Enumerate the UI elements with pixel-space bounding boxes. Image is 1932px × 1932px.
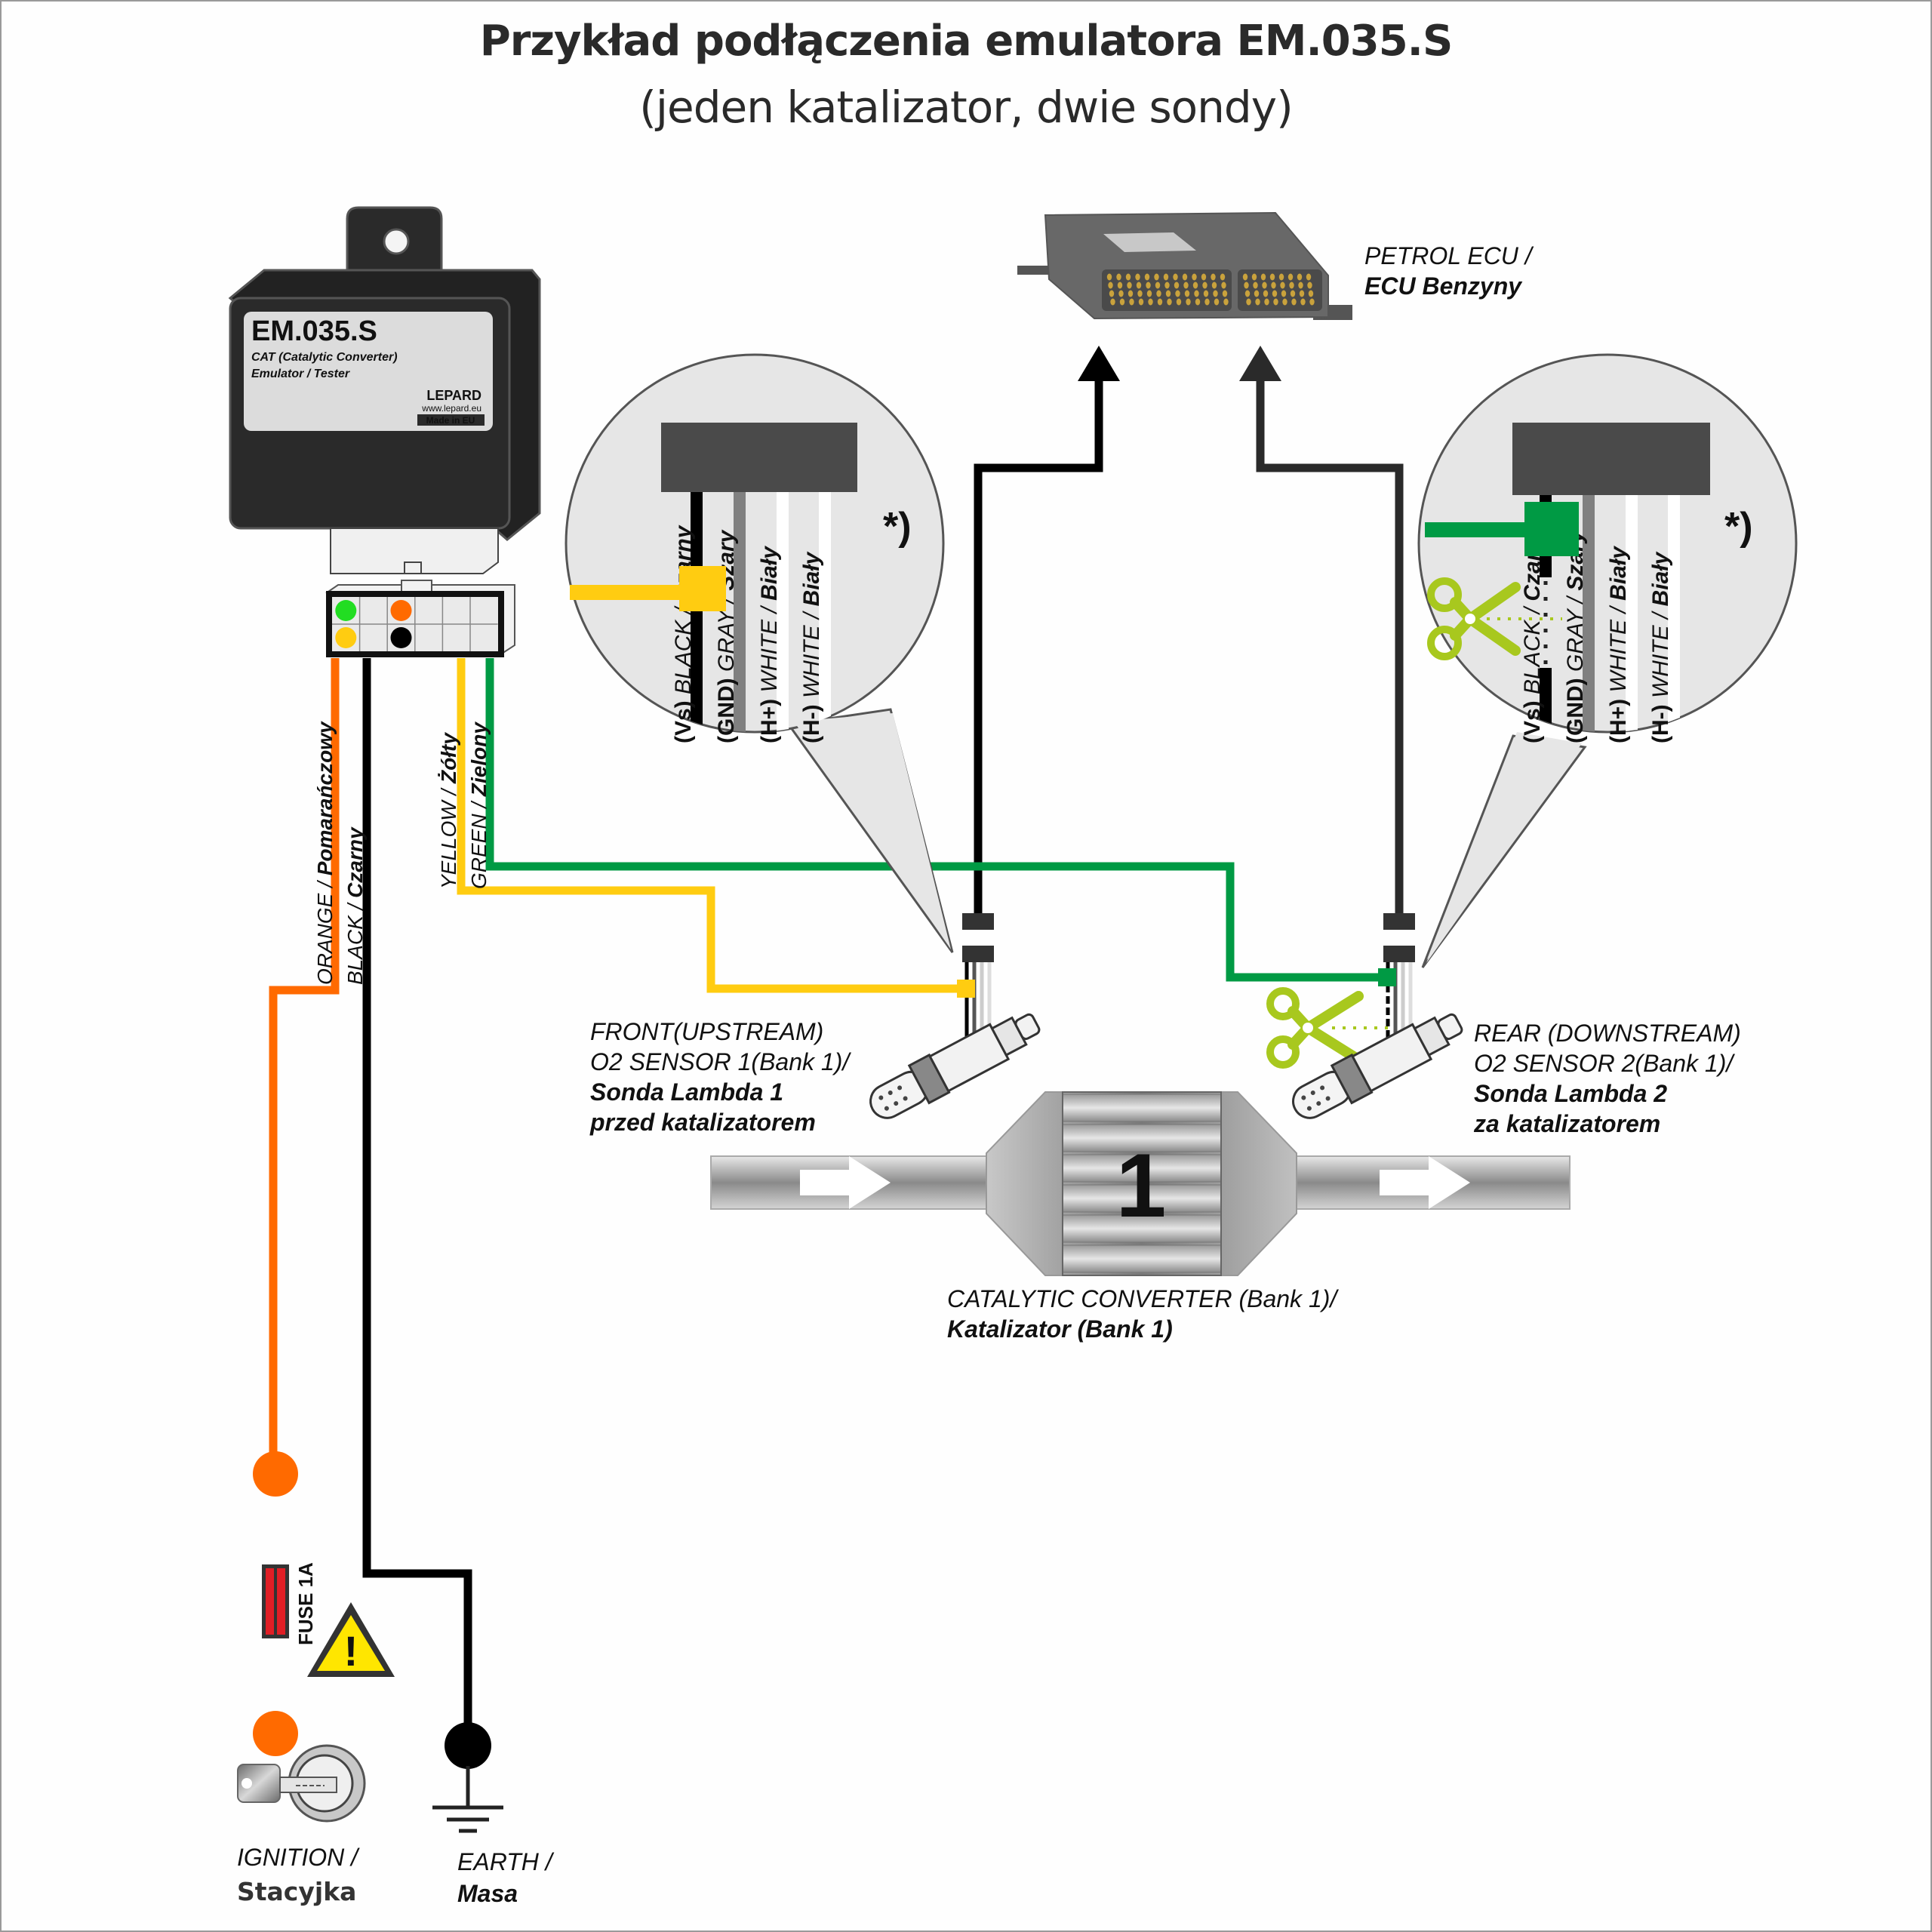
connector-pin-green [335, 600, 357, 621]
mounting-hole [383, 228, 410, 255]
front-sensor-line-1: FRONT(UPSTREAM) [590, 1018, 823, 1045]
scissors-icon [1266, 987, 1389, 1069]
svg-text:YELLOW / Żółty: YELLOW / Żółty [437, 732, 460, 889]
ignition-label-en: IGNITION / [237, 1844, 360, 1871]
catalyst-label: CATALYTIC CONVERTER (Bank 1)/ Katalizato… [947, 1285, 1339, 1343]
connector-pin-orange [390, 600, 412, 621]
callout-left-wire-label: (Vs) BLACK / Czarny [671, 525, 696, 743]
catalyst-label-en: CATALYTIC CONVERTER (Bank 1)/ [947, 1285, 1339, 1312]
callout-right-wire-label: (H+) WHITE / Biały [1606, 546, 1631, 743]
diagram-subtitle: (jeden katalizator, dwie sondy) [639, 82, 1293, 133]
earth-ground-icon [432, 1722, 503, 1833]
warning-symbol: ! [344, 1627, 358, 1675]
scissors-icon [1427, 577, 1562, 660]
catalyst-label-pl: Katalizator (Bank 1) [947, 1315, 1173, 1343]
wire-orange [269, 658, 340, 1472]
flow-arrow-icon [800, 1156, 891, 1209]
callout-left-wire-label: (H-) WHITE / Biały [799, 551, 824, 743]
connector-pin-yellow [335, 627, 357, 648]
rear-sensor-line-3: Sonda Lambda 2 [1474, 1080, 1667, 1107]
wire-yellow [457, 658, 970, 993]
emulator-model: EM.035.S [251, 315, 377, 347]
splice-joint [1524, 502, 1579, 556]
emulator-brand: LEPARD [426, 388, 481, 403]
wire-label-orange-pl: Pomarańczowy [313, 721, 337, 875]
emulator-connector [325, 580, 515, 657]
front-sensor-line-4: przed katalizatorem [589, 1109, 816, 1136]
rear-o2-sensor [1292, 1013, 1463, 1119]
emulator-website: www.lepard.eu [421, 403, 481, 414]
connector-block [1512, 423, 1710, 495]
earth-label-pl: Masa [457, 1880, 518, 1907]
ecu-signal-lines [974, 346, 1404, 917]
catalyst-number: 1 [1116, 1135, 1167, 1236]
rear-sensor-label: REAR (DOWNSTREAM) O2 SENSOR 2(Bank 1)/ S… [1473, 1020, 1741, 1137]
emulator-desc-2: Emulator / Tester [251, 368, 350, 380]
emulator-device: EM.035.S CAT (Catalytic Converter) Emula… [228, 206, 541, 574]
callout-right-wire-label: (H-) WHITE / Biały [1648, 551, 1673, 743]
callout-left-wire-label: (H+) WHITE / Biały [757, 546, 782, 743]
diagram-title: Przykład podłączenia emulatora EM.035.S [479, 17, 1454, 66]
fuse-label: FUSE 1A [294, 1562, 317, 1645]
callout-left-wire-1 [734, 491, 746, 732]
svg-text:GREEN / Zielony: GREEN / Zielony [467, 721, 491, 889]
callout-right-wire-1 [1583, 491, 1595, 732]
wire-label-yellow-pl: Żółty [437, 732, 460, 784]
connector-block [661, 423, 857, 492]
ignition-label-pl: Stacyjka [237, 1877, 356, 1906]
svg-text:ORANGE / Pomarańczowy: ORANGE / Pomarańczowy [313, 721, 337, 985]
rear-sensor-line-2: O2 SENSOR 2(Bank 1)/ [1474, 1050, 1735, 1077]
callout-note-right: *) [1724, 505, 1753, 549]
orange-terminal [253, 1451, 298, 1497]
wire-green [485, 658, 1389, 982]
callout-right-wire-2 [1626, 491, 1638, 732]
petrol-ecu [1017, 211, 1352, 320]
splice-joint [679, 566, 726, 611]
callout-note-left: *) [883, 505, 912, 549]
front-o2-sensor [869, 1013, 1041, 1119]
callout-left-wire-3 [819, 491, 831, 732]
callout-right-wire-label: (GND) GRAY / Szary [1563, 529, 1588, 743]
ecu-label-pl: ECU Benzyny [1364, 272, 1523, 300]
callout-right-wire-3 [1668, 491, 1680, 732]
rear-sensor-line-1: REAR (DOWNSTREAM) [1474, 1020, 1741, 1047]
earth-label-en: EARTH / [457, 1848, 555, 1875]
ecu-label-en: PETROL ECU / [1364, 242, 1534, 269]
flow-arrow-icon [1380, 1156, 1470, 1209]
wire-label-green-en: GREEN / [467, 796, 491, 889]
arrow-up-icon [1239, 346, 1281, 381]
warning-icon: ! [307, 1602, 395, 1677]
ignition-key-icon [237, 1744, 366, 1823]
svg-text:BLACK / Czarny: BLACK / Czarny [343, 826, 367, 985]
callout-right-wire-label: (Vs) BLACK / Czarny [1520, 525, 1545, 743]
exhaust-system: 1 [710, 1091, 1571, 1276]
wire-label-yellow-en: YELLOW / [437, 783, 460, 889]
emulator-made-in: Made in EU [426, 415, 475, 426]
emulator-label-plate [244, 312, 493, 431]
connector-pin-black [390, 627, 412, 648]
callout-front-sensor: (Vs) BLACK / Czarny (GND) GRAY / Szary (H+… [565, 353, 954, 953]
emulator-wires: ORANGE / Pomarańczowy BLACK / Czarny YEL… [269, 658, 1389, 1743]
wire-label-black-pl: Czarny [343, 826, 367, 898]
callout-left-wire-2 [777, 491, 789, 732]
fuse-icon [262, 1564, 289, 1638]
emulator-desc-1: CAT (Catalytic Converter) [251, 351, 398, 364]
front-sensor-line-3: Sonda Lambda 1 [590, 1078, 783, 1106]
wire-label-black-en: BLACK / [343, 898, 367, 985]
rear-sensor-line-4: za katalizatorem [1473, 1110, 1660, 1137]
wire-label-green-pl: Zielony [467, 721, 491, 797]
wire-label-orange-en: ORANGE / [313, 875, 337, 985]
callout-rear-sensor: (Vs) BLACK / Czarny (GND) GRAY / Szary (H+… [1417, 353, 1798, 968]
wire-black [362, 658, 472, 1743]
front-sensor-line-2: O2 SENSOR 1(Bank 1)/ [590, 1048, 851, 1075]
ignition-terminal [253, 1711, 298, 1756]
callout-left-wire-label: (GND) GRAY / Szary [714, 529, 739, 743]
arrow-up-icon [1078, 346, 1120, 381]
front-sensor-label: FRONT(UPSTREAM) O2 SENSOR 1(Bank 1)/ Son… [589, 1018, 851, 1136]
